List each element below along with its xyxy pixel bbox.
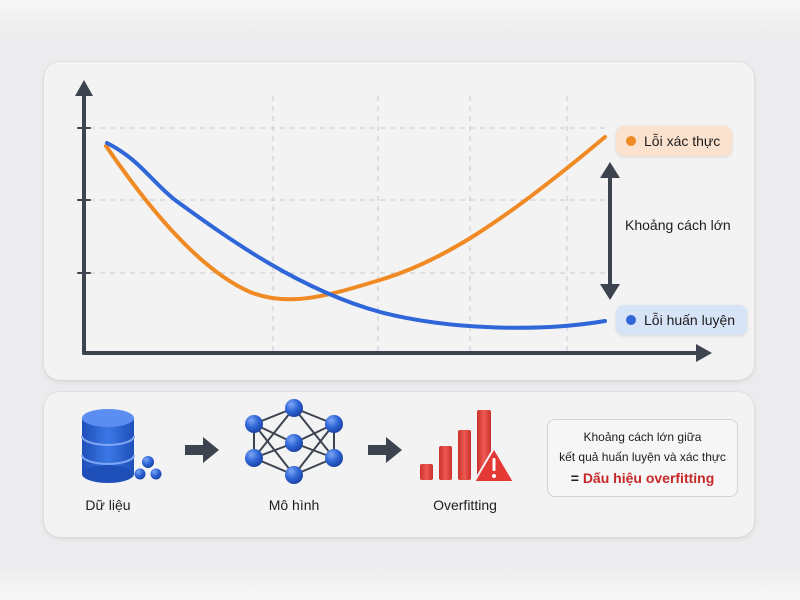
arrow-right-icon [368,437,402,463]
x-axis-arrow-icon [696,344,712,362]
legend-training-error: Lỗi huấn luyện [616,305,748,335]
summary-equals: = [570,470,579,486]
neural-network-icon [245,399,343,484]
gap-double-arrow-icon [600,162,620,300]
gap-label: Khoảng cách lớn [625,217,731,233]
blue-dot-icon [626,315,636,325]
chart-axes [77,88,702,355]
step-data-label: Dữ liệu [85,497,131,513]
chart-grid [90,96,605,352]
training-error-curve [105,141,607,330]
validation-error-curve [104,135,607,302]
orange-dot-icon [626,136,636,146]
legend-training-label: Lỗi huấn luyện [644,312,736,328]
legend-validation-label: Lỗi xác thực [644,133,721,149]
database-icon [81,409,162,483]
step-model-label: Mô hình [268,497,320,513]
summary-line-3: = Dấu hiệu overfitting [548,470,737,486]
arrow-right-icon [185,437,219,463]
summary-sign: Dấu hiệu overfitting [582,470,715,486]
summary-line-2: kết quả huấn luyện và xác thực [559,450,726,464]
step-overfitting-label: Overfitting [433,497,497,513]
legend-validation-error: Lỗi xác thực [616,126,733,156]
summary-box: Khoảng cách lớn giữa kết quả huấn luyện … [547,419,738,497]
y-axis-arrow-icon [75,80,93,96]
summary-line-1: Khoảng cách lớn giữa [583,430,702,444]
bar-chart-warning-icon [420,410,515,483]
